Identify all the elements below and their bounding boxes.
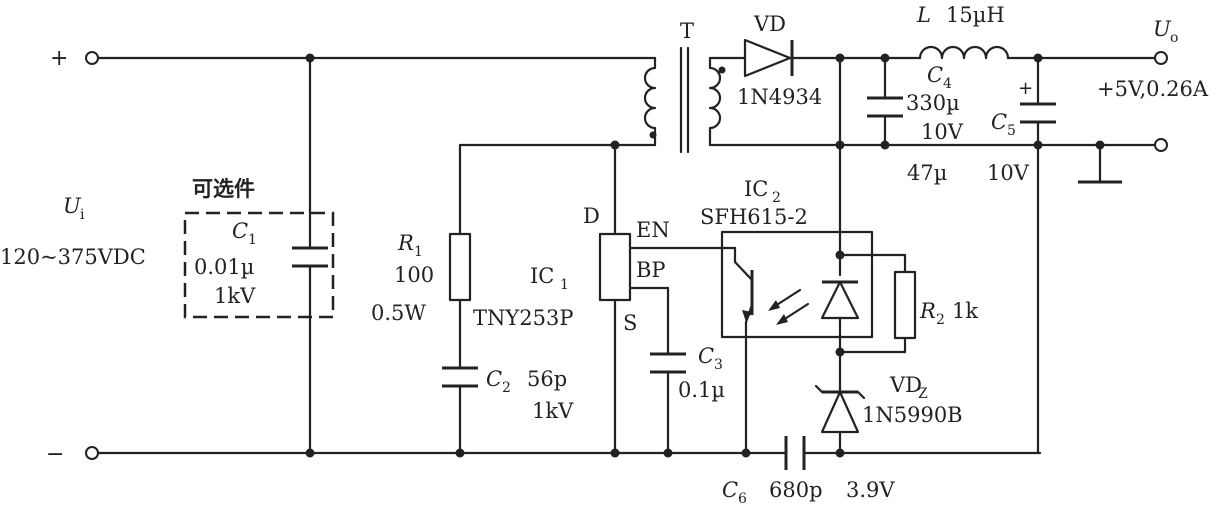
optional-component-label: 可选件 — [192, 177, 255, 201]
c5-value: 47µ — [907, 161, 947, 185]
c6-value: 680p — [769, 478, 823, 502]
input-voltage-range: 120~375VDC — [0, 245, 146, 269]
capacitor-c1 — [183, 211, 335, 319]
capacitor-c6 — [784, 436, 806, 470]
input-voltage-subscript: i — [80, 207, 85, 223]
c1-value: 0.01µ — [194, 255, 254, 279]
r1-subscript: 1 — [414, 244, 423, 260]
r2-subscript: 2 — [936, 312, 945, 328]
output-minus-terminal — [1154, 138, 1168, 152]
c5-subscript: 5 — [1007, 123, 1016, 139]
ic1-pin-en: EN — [636, 218, 670, 242]
c2-value: 56p — [527, 367, 567, 391]
capacitor-c3 — [650, 352, 686, 374]
vd-part: 1N4934 — [737, 85, 822, 109]
c4-subscript: 4 — [943, 76, 952, 92]
input-voltage-symbol: U — [63, 194, 82, 218]
output-voltage-symbol: U — [1153, 17, 1172, 41]
c6-subscript: 6 — [738, 491, 747, 507]
r1-value: 100 — [394, 263, 434, 287]
inductor-l — [918, 45, 1010, 60]
capacitor-c4 — [867, 96, 903, 118]
c4-rating: 10V — [921, 120, 964, 144]
r1-rating: 0.5W — [371, 301, 426, 325]
ic1-pin-d: D — [583, 204, 600, 228]
c6-rating: 3.9V — [846, 478, 895, 502]
resistor-r2 — [893, 270, 917, 340]
resistor-r1 — [448, 232, 472, 302]
c3-subscript: 3 — [714, 357, 723, 373]
c3-symbol: C — [698, 344, 714, 368]
inductor-symbol: L — [916, 3, 931, 27]
r2-symbol: R — [919, 299, 936, 323]
ic1-pin-s: S — [623, 311, 637, 335]
c1-rating: 1kV — [214, 284, 256, 308]
ic1-tny253p — [598, 232, 632, 302]
output-rating: +5V,0.26A — [1097, 77, 1209, 101]
capacitor-c2 — [442, 366, 478, 388]
c2-subscript: 2 — [502, 380, 511, 396]
c1-subscript: 1 — [248, 232, 257, 248]
wires — [94, 56, 1157, 455]
input-minus-label: − — [46, 442, 64, 467]
vd-symbol: VD — [753, 12, 786, 36]
c5-rating: 10V — [987, 161, 1030, 185]
ic2-optocoupler — [720, 230, 874, 339]
diode-vd — [743, 38, 802, 78]
ic1-symbol: IC — [530, 264, 554, 288]
input-plus-label: + — [50, 46, 68, 71]
input-minus-terminal — [85, 446, 99, 460]
ic1-subscript: 1 — [560, 277, 569, 293]
c2-rating: 1kV — [532, 399, 574, 423]
ic1-pin-bp: BP — [636, 258, 666, 282]
c3-value: 0.1µ — [678, 378, 725, 402]
junction-dots — [305, 53, 1105, 458]
input-plus-terminal — [85, 51, 99, 65]
inductor-value: 15µH — [946, 3, 1005, 27]
output-voltage-subscript: o — [1170, 30, 1178, 46]
ic2-part: SFH615-2 — [700, 205, 808, 229]
r2-value: 1k — [952, 299, 978, 323]
r1-symbol: R — [397, 231, 414, 255]
c1-symbol: C — [232, 219, 248, 243]
ic1-part: TNY253P — [473, 306, 573, 330]
c4-symbol: C — [927, 63, 943, 87]
transformer-label: T — [680, 19, 694, 43]
capacitor-c5: + — [1018, 78, 1056, 124]
vdz-symbol: VD — [889, 373, 922, 397]
c4-value: 330µ — [906, 91, 960, 115]
c2-symbol: C — [486, 367, 502, 391]
zener-diode-vdz — [814, 384, 866, 434]
output-plus-terminal — [1154, 51, 1168, 65]
c5-symbol: C — [991, 110, 1007, 134]
c6-symbol: C — [722, 478, 738, 502]
vdz-subscript: Z — [918, 386, 928, 402]
ic2-symbol: IC — [744, 177, 768, 201]
vdz-part: 1N5990B — [862, 403, 963, 427]
ic2-subscript: 2 — [772, 190, 781, 206]
transformer-t — [643, 46, 726, 154]
c5-polarity: + — [1018, 78, 1033, 99]
